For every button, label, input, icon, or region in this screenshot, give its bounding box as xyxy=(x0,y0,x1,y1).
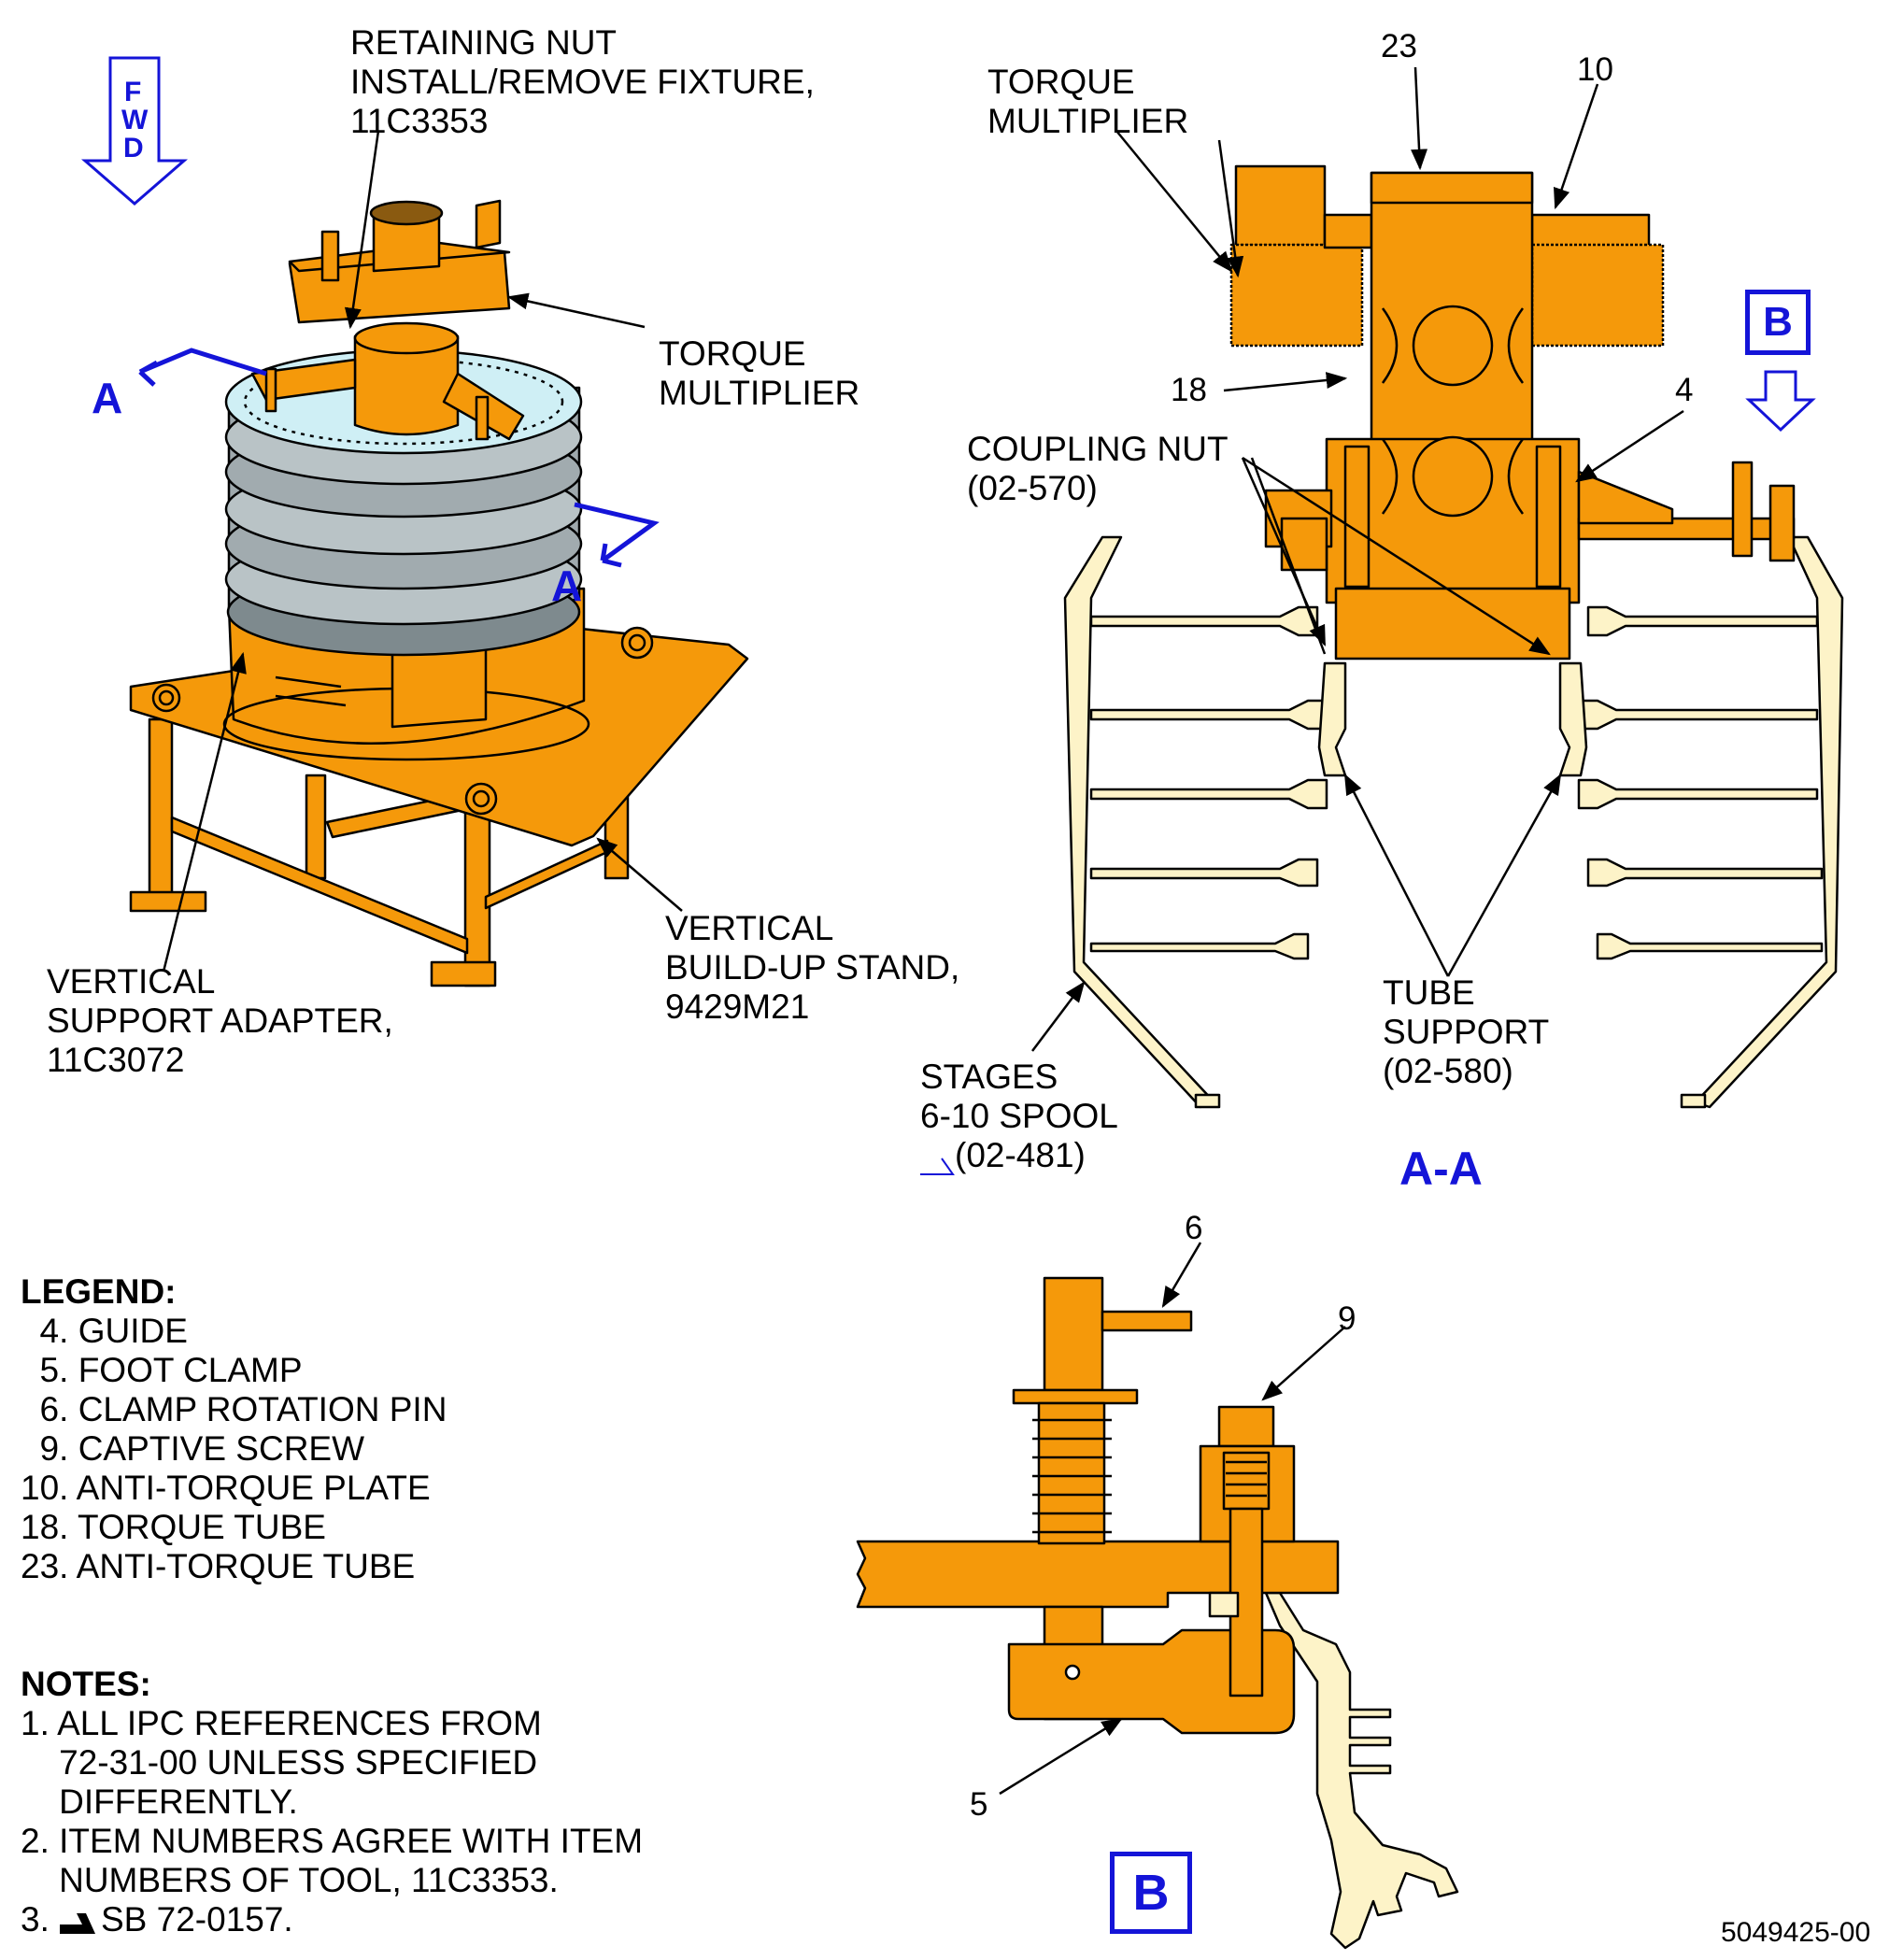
note-3-text: SB 72-0157. xyxy=(101,1900,293,1939)
notes: NOTES: 1. ALL IPC REFERENCES FROM 72-31-… xyxy=(21,1665,643,1939)
legend-item: 10. ANTI-TORQUE PLATE xyxy=(21,1469,431,1507)
view-b-detail xyxy=(856,1276,1459,1950)
callout-stages-spool-line2: 6-10 SPOOL xyxy=(920,1097,1118,1135)
item-number-6: 6 xyxy=(1185,1210,1203,1246)
torque-multiplier-section xyxy=(1229,164,1665,348)
section-marker-a-left: A xyxy=(92,374,123,422)
callout-torque-multiplier-left: TORQUE MULTIPLIER xyxy=(659,334,860,412)
note-line: DIFFERENTLY. xyxy=(21,1782,298,1821)
callout-coupling-nut: COUPLING NUT (02-570) xyxy=(967,430,1229,507)
note-3: 3. SB 72-0157. xyxy=(21,1900,643,1939)
figure-id: 5049425-00 xyxy=(1721,1917,1871,1948)
view-b-arrow-icon xyxy=(1745,370,1816,433)
item-number-10: 10 xyxy=(1577,51,1613,88)
callout-tube-support: TUBE SUPPORT (02-580) xyxy=(1383,973,1550,1090)
section-a-a-view xyxy=(1063,164,1844,1109)
fwd-letter-f: F xyxy=(124,77,142,107)
fwd-letter-d: D xyxy=(123,133,144,163)
note-line: 2. ITEM NUMBERS AGREE WITH ITEM xyxy=(21,1822,644,1860)
clamp-plate xyxy=(856,1540,1340,1609)
callout-vertical-buildup-stand: VERTICAL BUILD-UP STAND, 9429M21 xyxy=(665,909,960,1026)
callout-vertical-support-adapter: VERTICAL SUPPORT ADAPTER, 11C3072 xyxy=(47,962,393,1079)
legend-item: 23. ANTI-TORQUE TUBE xyxy=(21,1547,416,1585)
note-3-number: 3. xyxy=(21,1900,60,1939)
retaining-nut-fixture xyxy=(250,199,525,441)
spool-section xyxy=(1063,535,1844,1109)
fwd-arrow-icon xyxy=(80,56,189,206)
captive-screw xyxy=(1199,1405,1296,1697)
callout-retaining-nut-fixture: RETAINING NUT INSTALL/REMOVE FIXTURE, 11… xyxy=(350,23,815,140)
leader-lines-view-b xyxy=(999,1242,1346,1796)
view-b-title: B xyxy=(1110,1852,1192,1934)
section-cut-line-a xyxy=(138,348,660,568)
legend-item: 4. GUIDE xyxy=(21,1312,188,1350)
item-number-18: 18 xyxy=(1171,372,1207,408)
clamp-rotation-pin xyxy=(1012,1276,1193,1721)
callout-torque-multiplier-right: TORQUE MULTIPLIER xyxy=(987,63,1189,140)
callout-stages-spool-line1: STAGES xyxy=(920,1058,1058,1096)
leader-lines-left xyxy=(162,130,683,973)
callout-stages-spool-line3: (02-481) xyxy=(955,1136,1086,1174)
item-number-23: 23 xyxy=(1381,28,1417,64)
isometric-assembly xyxy=(129,199,749,987)
leader-lines-section-a-a xyxy=(1031,66,1684,1052)
view-b-box-marker: B xyxy=(1745,290,1811,355)
fwd-letter-w: W xyxy=(121,105,149,135)
section-marker-a-right: A xyxy=(551,561,583,610)
legend-item: 6. CLAMP ROTATION PIN xyxy=(21,1390,447,1428)
legend-title: LEGEND: xyxy=(21,1272,177,1311)
foot-clamp-section xyxy=(1264,461,1796,572)
legend-item: 18. TORQUE TUBE xyxy=(21,1508,326,1546)
sb-reference-indicator-icon xyxy=(920,1158,955,1175)
section-a-a-title: A-A xyxy=(1399,1143,1483,1195)
note-line: NUMBERS OF TOOL, 11C3353. xyxy=(21,1861,559,1899)
legend: LEGEND: 4. GUIDE 5. FOOT CLAMP 6. CLAMP … xyxy=(21,1272,447,1586)
item-number-4: 4 xyxy=(1675,372,1694,408)
note-line: 1. ALL IPC REFERENCES FROM xyxy=(21,1704,542,1742)
note-line: 72-31-00 UNLESS SPECIFIED xyxy=(21,1743,538,1782)
item-number-9: 9 xyxy=(1338,1300,1356,1337)
foot-clamp xyxy=(1007,1628,1296,1735)
legend-item: 5. FOOT CLAMP xyxy=(21,1351,303,1389)
legend-item: 9. CAPTIVE SCREW xyxy=(21,1429,365,1468)
item-number-5: 5 xyxy=(970,1786,988,1823)
notes-title: NOTES: xyxy=(21,1665,151,1703)
spool-rim-detail xyxy=(1264,1591,1459,1950)
sb-flag-icon xyxy=(60,1913,95,1934)
